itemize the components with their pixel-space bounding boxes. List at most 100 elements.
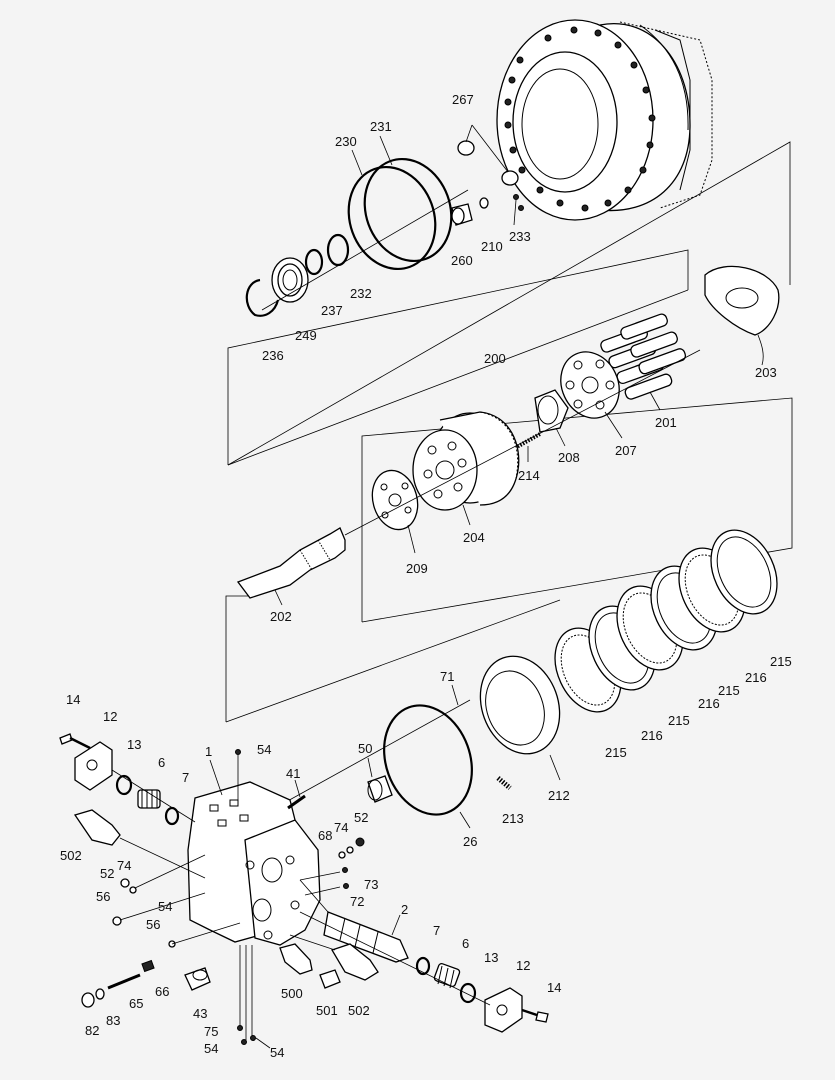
part-249-bearing — [271, 257, 309, 303]
label-12-a: 12 — [103, 709, 117, 724]
label-214: 214 — [518, 468, 540, 483]
part-41-bolt — [287, 779, 306, 810]
part-50-bearing — [367, 757, 393, 803]
label-202: 202 — [270, 609, 292, 624]
assembly-outline-200 — [227, 249, 689, 466]
label-501: 501 — [316, 1003, 338, 1018]
part-232-237-rings — [304, 233, 350, 276]
label-14-b: 14 — [547, 980, 561, 995]
label-210: 210 — [481, 239, 503, 254]
label-233: 233 — [509, 229, 531, 244]
part-230-231-orings — [347, 135, 453, 271]
label-68: 68 — [318, 828, 332, 843]
label-56-a: 56 — [96, 889, 110, 904]
label-14-a: 14 — [66, 692, 80, 707]
label-6-b: 6 — [462, 936, 469, 951]
label-216-c: 216 — [641, 728, 663, 743]
part-12-cover-right — [484, 987, 523, 1033]
part-212-ring — [451, 655, 561, 781]
label-75: 75 — [204, 1024, 218, 1039]
label-230: 230 — [335, 134, 357, 149]
assembly-outline-main — [225, 141, 793, 723]
label-65: 65 — [129, 996, 143, 1011]
label-12-b: 12 — [516, 958, 530, 973]
shaft-axis-middle — [344, 349, 701, 536]
label-41: 41 — [286, 766, 300, 781]
label-201: 201 — [655, 415, 677, 430]
part-2-spool — [299, 879, 409, 963]
part-500-valve — [279, 943, 313, 975]
label-232: 232 — [350, 286, 372, 301]
label-71: 71 — [440, 669, 454, 684]
label-207: 207 — [615, 443, 637, 458]
part-12-cover-left — [74, 741, 113, 791]
part-66-65-pin — [107, 959, 155, 990]
label-204: 204 — [463, 530, 485, 545]
label-66: 66 — [155, 984, 169, 999]
part-201-pistons — [600, 313, 687, 411]
shaft-axis-lower — [274, 699, 471, 809]
housing-flange — [496, 19, 691, 221]
label-213: 213 — [502, 811, 524, 826]
label-74-a: 74 — [117, 858, 131, 873]
part-14-bolt-left — [59, 733, 91, 750]
part-26-oring — [383, 704, 473, 829]
axis-left-cover — [111, 769, 196, 823]
housing-gear-teeth — [619, 21, 713, 209]
bottom-pins-75-54 — [237, 945, 271, 1049]
label-215-c: 215 — [668, 713, 690, 728]
label-13-b: 13 — [484, 950, 498, 965]
part-82-83-plug — [81, 988, 105, 1008]
part-502-valve-left — [73, 809, 206, 879]
label-54-a: 54 — [257, 742, 271, 757]
part-202-shaft — [236, 527, 346, 606]
part-1-main-body — [187, 759, 321, 946]
housing-bolt-holes — [504, 26, 656, 212]
part-6-spring-left — [137, 789, 161, 809]
label-56-b: 56 — [146, 917, 160, 932]
label-74-b: 74 — [334, 820, 348, 835]
part-214-spring — [514, 432, 541, 462]
small-parts-left — [112, 854, 241, 948]
part-207-plate — [560, 351, 623, 439]
part-233-pins — [513, 194, 524, 226]
label-502-b: 502 — [348, 1003, 370, 1018]
label-54-d: 54 — [270, 1045, 284, 1060]
label-212: 212 — [548, 788, 570, 803]
label-236: 236 — [262, 348, 284, 363]
label-72: 72 — [350, 894, 364, 909]
label-54-b: 54 — [158, 899, 172, 914]
label-215-a: 215 — [770, 654, 792, 669]
label-73: 73 — [364, 877, 378, 892]
label-43: 43 — [193, 1006, 207, 1021]
part-502-valve-right — [289, 934, 379, 981]
label-7-a: 7 — [182, 770, 189, 785]
label-209: 209 — [406, 561, 428, 576]
part-7-ring-right — [415, 956, 431, 976]
part-54-top-pin — [235, 749, 241, 800]
part-501-plug — [319, 969, 341, 989]
label-203: 203 — [755, 365, 777, 380]
label-6-a: 6 — [158, 755, 165, 770]
part-210-ring — [479, 197, 489, 209]
label-208: 208 — [558, 450, 580, 465]
label-249: 249 — [295, 328, 317, 343]
label-260: 260 — [451, 253, 473, 268]
label-1: 1 — [205, 744, 212, 759]
label-216-b: 216 — [698, 696, 720, 711]
label-50: 50 — [358, 741, 372, 756]
label-54-c: 54 — [204, 1041, 218, 1056]
label-83: 83 — [106, 1013, 120, 1028]
part-13-ring-right — [459, 982, 477, 1004]
part-204-cylinder-block — [412, 411, 520, 526]
label-52-a: 52 — [100, 866, 114, 881]
axis-right-cover — [299, 911, 491, 1006]
label-500: 500 — [281, 986, 303, 1001]
part-43-plug — [184, 967, 211, 991]
label-52-b: 52 — [354, 810, 368, 825]
shaft-axis-upper — [261, 189, 469, 311]
label-215-b: 215 — [718, 683, 740, 698]
label-2: 2 — [401, 902, 408, 917]
part-236-snapring — [245, 278, 280, 317]
